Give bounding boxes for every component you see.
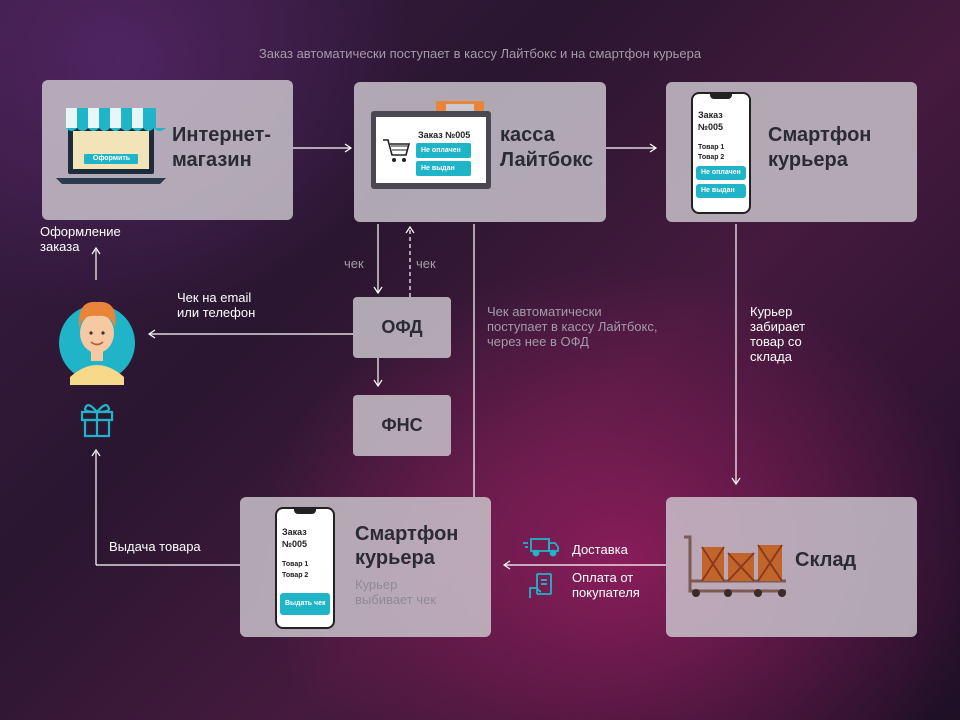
shop-title-line2: магазин (172, 149, 252, 171)
kassa-title-line2: Лайтбокс (500, 149, 594, 171)
courier-bottom-subtitle-line1: Курьер (355, 577, 398, 592)
check-label-right: чек (416, 256, 436, 271)
cart-icon (383, 139, 411, 162)
handover-label: Выдача товара (109, 539, 201, 554)
order-label-line2: заказа (40, 239, 80, 254)
courier-takes-line2: забирает (750, 319, 806, 334)
gift-icon (80, 404, 114, 438)
kassa-card: Заказ №005 Не оплачен Не выдан касса Лай… (354, 82, 606, 222)
courier-phone-card: Заказ №005 Товар 1 Товар 2 Не оплачен Не… (666, 82, 917, 222)
warehouse-cart-icon (684, 535, 786, 597)
phone-item1: Товар 1 (698, 144, 725, 151)
header-caption: Заказ автоматически поступает в кассу Ла… (258, 46, 702, 61)
payment-label-line2: покупателя (572, 585, 640, 600)
truck-icon (523, 538, 559, 557)
courier-title-line1: Смартфон (768, 124, 872, 146)
ofd-box: ОФД (353, 297, 451, 358)
auto-check-line2: поступает в кассу Лайтбокс, (487, 319, 658, 334)
phone-order-line1: Заказ (698, 110, 723, 120)
payment-icon (529, 573, 552, 598)
phone-bottom-order-line1: Заказ (282, 527, 307, 537)
phone-status-not-issued: Не выдан (696, 184, 746, 198)
courier-bottom-subtitle-line2: выбивает чек (355, 592, 437, 607)
phone-bottom-item1: Товар 1 (282, 561, 309, 568)
phone-status-unpaid: Не оплачен (696, 166, 746, 180)
shop-button-label: Оформить (92, 155, 131, 162)
payment-label-line1: Оплата от (572, 570, 634, 585)
warehouse-title: Склад (795, 549, 857, 571)
kassa-status-not-issued: Не выдан (416, 161, 471, 176)
phone-bottom-item2: Товар 2 (282, 572, 309, 579)
auto-check-line3: через нее в ОФД (487, 334, 589, 349)
receipt-label-line2: или телефон (177, 305, 256, 320)
customer-avatar-icon (59, 301, 135, 385)
kassa-order: Заказ №005 (418, 130, 471, 140)
kassa-title-line1: касса (500, 124, 555, 146)
laptop-store-icon (56, 108, 166, 184)
courier-bottom-card: Заказ №005 Товар 1 Товар 2 Выдать чек См… (240, 497, 491, 637)
fns-box: ФНС (353, 395, 451, 456)
shop-title-line1: Интернет- (172, 124, 271, 146)
phone-item2: Товар 2 (698, 154, 725, 161)
delivery-label: Доставка (572, 542, 628, 557)
warehouse-card: Склад (666, 497, 917, 637)
phone-bottom-order-line2: №005 (282, 539, 308, 549)
smartphone-bottom-icon: Заказ №005 Товар 1 Товар 2 Выдать чек (275, 507, 335, 629)
check-label-left: чек (344, 256, 364, 271)
order-label-line1: Оформление (40, 224, 121, 239)
courier-takes-line4: склада (750, 349, 792, 364)
smartphone-icon: Заказ №005 Товар 1 Товар 2 Не оплачен Не… (691, 92, 751, 214)
receipt-label-line1: Чек на email (177, 290, 252, 305)
issue-receipt-button[interactable]: Выдать чек (280, 593, 330, 615)
courier-bottom-title-line2: курьера (355, 547, 435, 569)
courier-bottom-title-line1: Смартфон (355, 523, 459, 545)
courier-takes-line3: товар со (750, 334, 802, 349)
courier-takes-line1: Курьер (750, 304, 793, 319)
phone-order-line2: №005 (698, 122, 724, 132)
courier-title-line2: курьера (768, 149, 848, 171)
auto-check-line1: Чек автоматически (487, 304, 602, 319)
shop-card: Оформить Интернет- магазин (42, 80, 293, 220)
kassa-status-unpaid: Не оплачен (416, 143, 471, 158)
